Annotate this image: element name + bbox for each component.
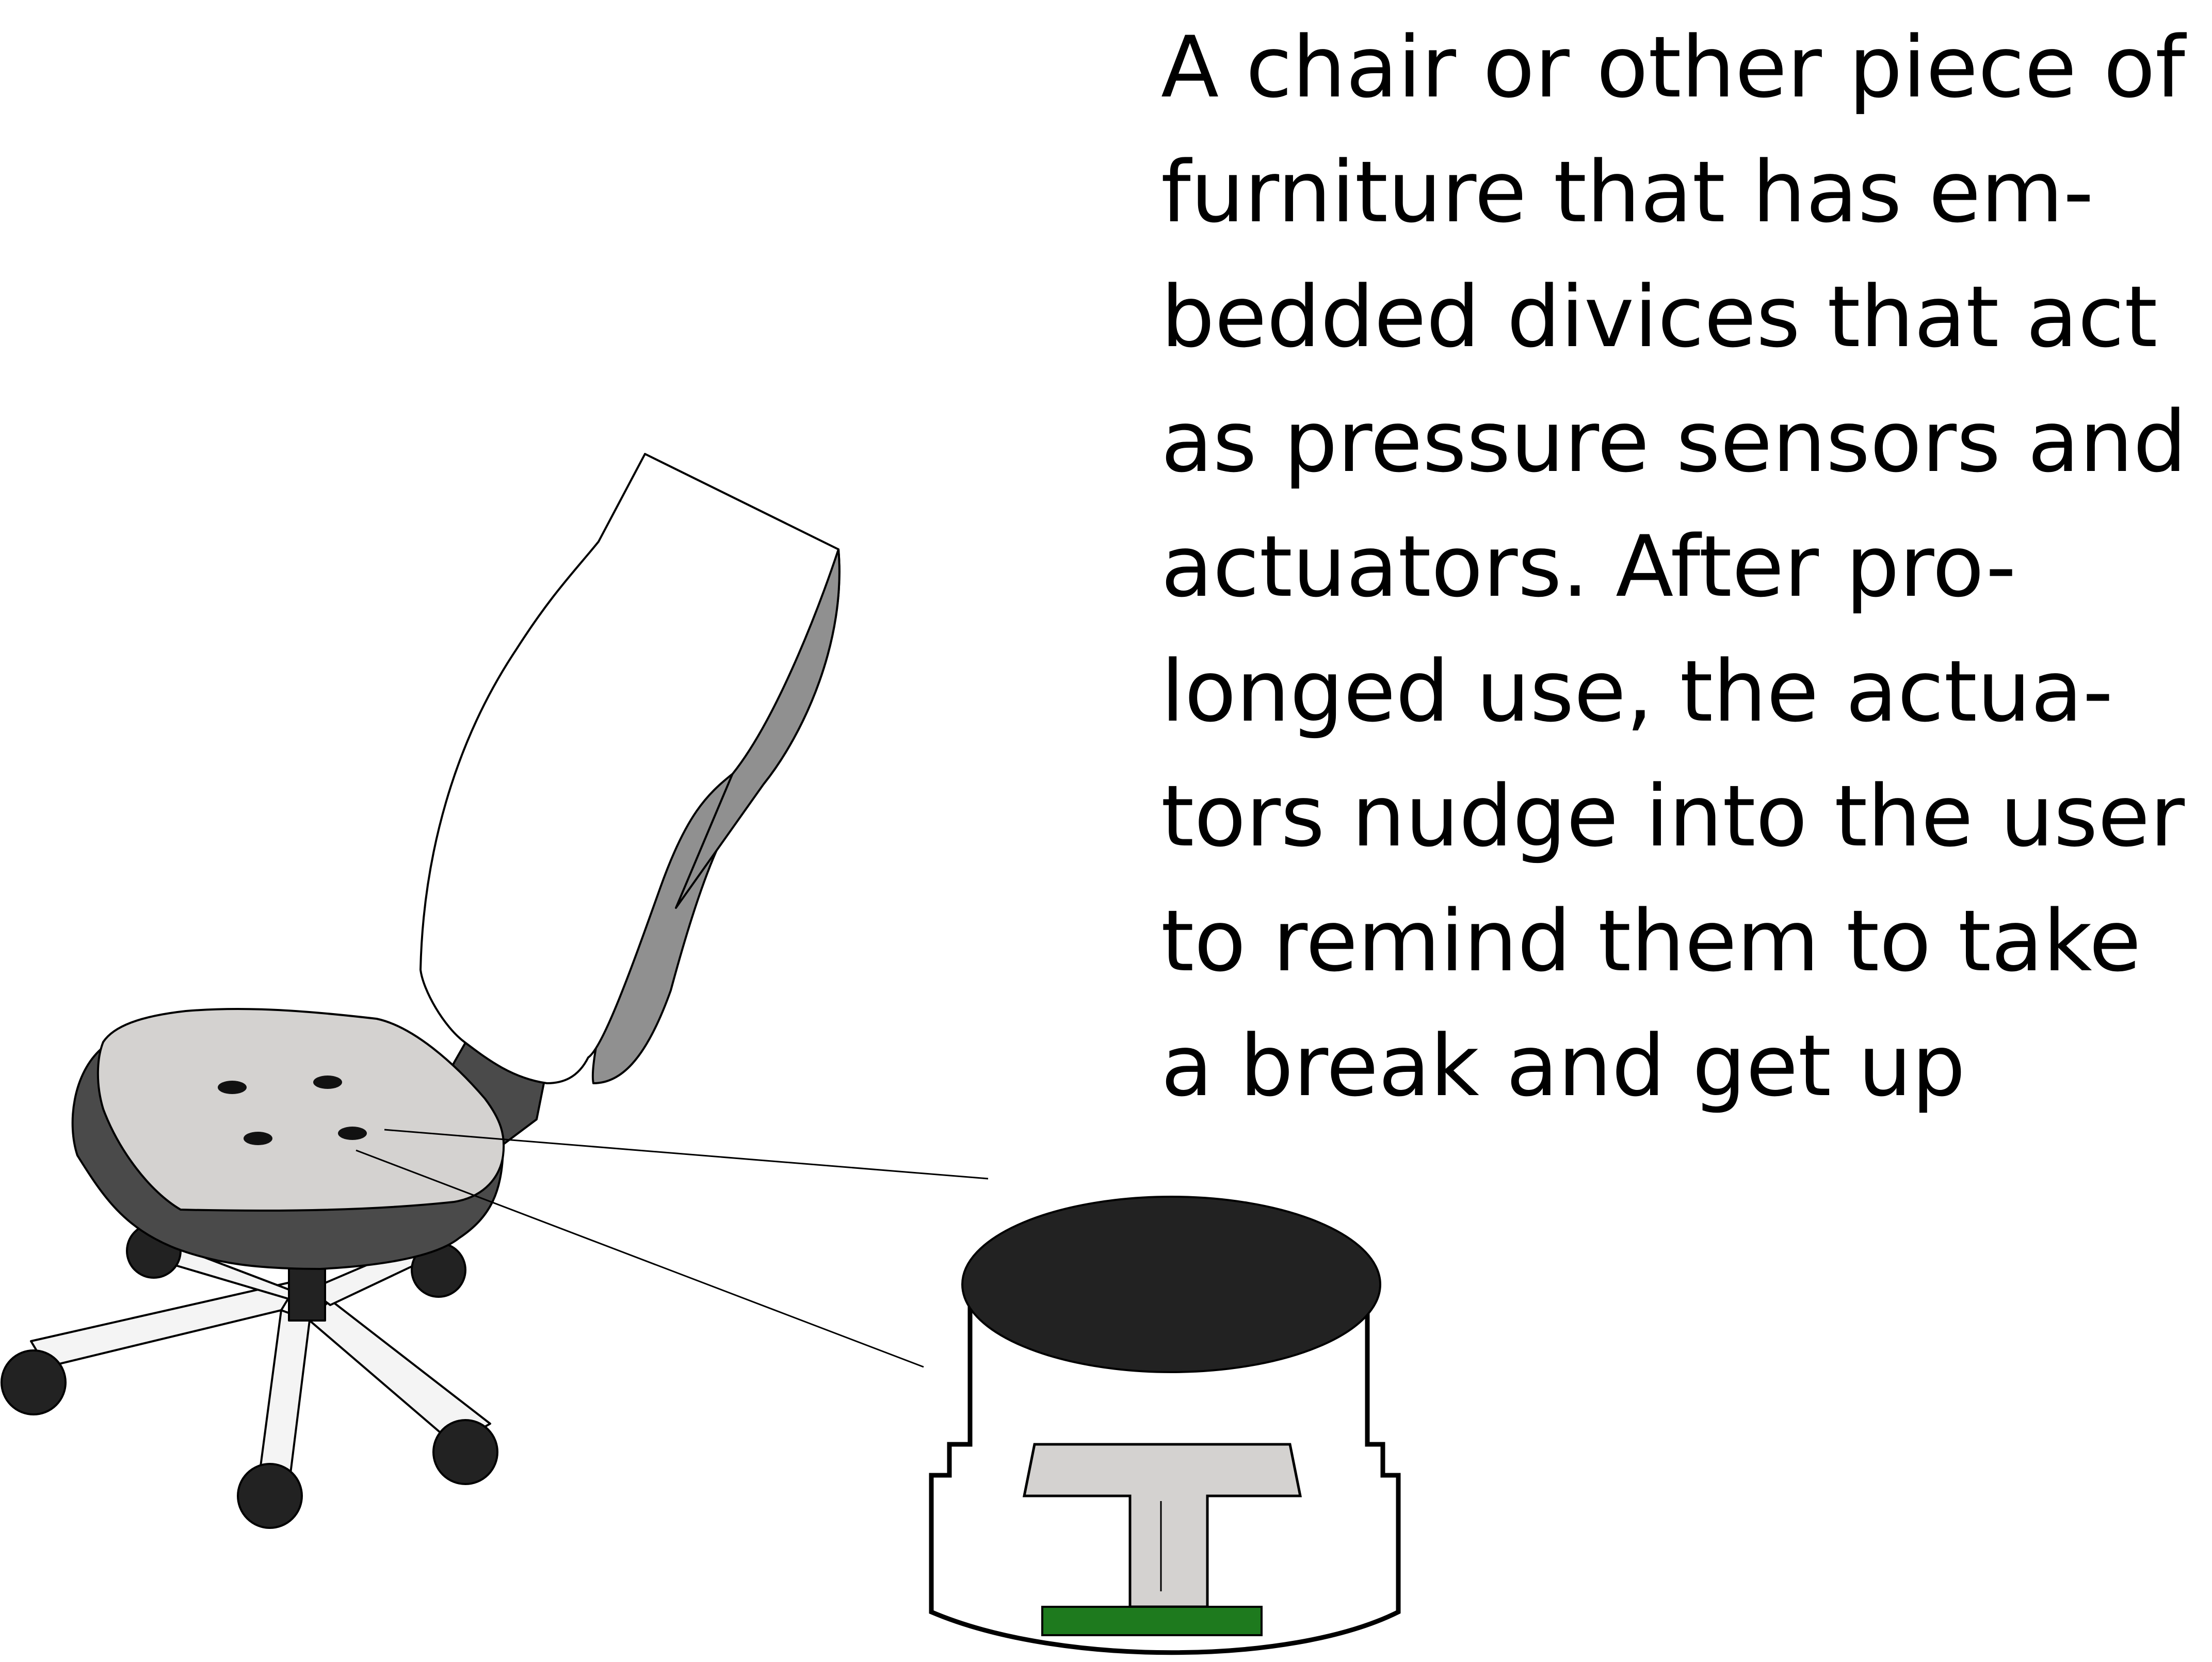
sensor-dot [338, 1127, 367, 1140]
wheel [432, 1419, 498, 1485]
callout-line-lower [356, 1149, 924, 1368]
office-chair [1, 453, 841, 1529]
caption-line: A chair or other piece of [1161, 18, 2185, 117]
sensor-dot [313, 1076, 342, 1089]
caption-line: a break and get up [1161, 1017, 1966, 1115]
chair-wheels [1, 1223, 498, 1529]
callout-line-upper [384, 1129, 989, 1180]
base-leg-front [257, 1309, 311, 1487]
caption-line: actuators. After pro- [1161, 517, 2016, 616]
device-circuit-board [1041, 1606, 1263, 1636]
wheel [1, 1349, 67, 1415]
wheel [237, 1463, 303, 1529]
caption-line: to remind them to take [1161, 892, 2141, 990]
callout-lines [356, 1129, 989, 1368]
caption-line: tors nudge into the user [1161, 767, 2185, 866]
seat-top [96, 1007, 505, 1212]
caption-text: A chair or other piece of furniture that… [1161, 5, 2208, 1129]
caption-line: bedded divices that act [1161, 268, 2158, 366]
caption-line: longed use, the actua- [1161, 642, 2113, 741]
sensor-dots [218, 1076, 367, 1145]
sensor-actuator-device [929, 1196, 1401, 1655]
backrest [419, 453, 839, 1084]
device-cap [961, 1196, 1381, 1373]
base-hub [288, 1263, 326, 1322]
sensor-dot [244, 1132, 272, 1145]
base-leg-left [30, 1279, 300, 1368]
sensor-dot [218, 1081, 247, 1094]
caption-line: furniture that has em- [1161, 143, 2094, 241]
caption-line: as pressure sensors and [1161, 393, 2187, 491]
